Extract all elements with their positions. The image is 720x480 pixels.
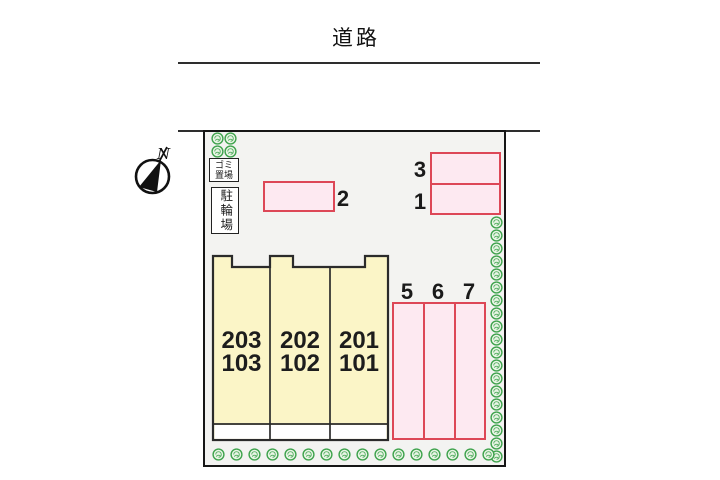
parking-space-2 [263, 181, 335, 212]
bush-group-top-left [211, 132, 237, 158]
garbage-area-label: ゴミ 置場 [214, 159, 233, 181]
bush-icon [211, 132, 224, 145]
bush-icon [482, 448, 495, 461]
parking-space-2-label: 2 [336, 186, 350, 211]
bush-icon [490, 411, 503, 424]
bush-icon [248, 448, 261, 461]
unit-label-202-102: 202 102 [279, 327, 321, 377]
bicycle-parking-label: 駐輪場 [218, 188, 233, 233]
bush-icon [338, 448, 351, 461]
unit-label-201-101: 201 101 [338, 327, 380, 377]
bush-column-right [490, 216, 503, 463]
bush-icon [302, 448, 315, 461]
bush-icon [266, 448, 279, 461]
bush-icon [374, 448, 387, 461]
parking-stall-divider [423, 304, 425, 438]
bush-icon [490, 229, 503, 242]
building-veranda-strip [214, 425, 387, 439]
bush-icon [224, 145, 237, 158]
bush-icon [392, 448, 405, 461]
north-label: N [156, 145, 171, 163]
bush-icon [464, 448, 477, 461]
unit-label-203-103: 203 103 [221, 327, 262, 377]
bush-icon [212, 448, 225, 461]
parking-stall-divider [454, 304, 456, 438]
parking-spaces-3-1 [430, 152, 501, 215]
bush-icon [428, 448, 441, 461]
bush-icon [490, 294, 503, 307]
bush-icon [284, 448, 297, 461]
bush-icon [490, 372, 503, 385]
building-outline [211, 254, 390, 442]
parking-space-1-label: 1 [413, 189, 427, 214]
bush-icon [490, 359, 503, 372]
bush-row-bottom [212, 448, 495, 461]
parking-space-6-label: 6 [431, 279, 445, 304]
bush-icon [490, 255, 503, 268]
bush-icon [356, 448, 369, 461]
bush-icon [490, 320, 503, 333]
bush-icon [230, 448, 243, 461]
parking-space-5-label: 5 [400, 279, 414, 304]
bush-icon [446, 448, 459, 461]
bush-icon [490, 268, 503, 281]
road-edge-line-top [178, 62, 540, 64]
bush-icon [490, 307, 503, 320]
bicycle-parking-box: 駐輪場 [211, 187, 239, 234]
bush-icon [490, 346, 503, 359]
bush-icon [211, 145, 224, 158]
parking-stall-divider [432, 183, 499, 185]
bush-icon [490, 281, 503, 294]
parking-spaces-5-6-7 [392, 302, 486, 440]
north-arrow-compass: N [134, 145, 171, 195]
bush-icon [320, 448, 333, 461]
bush-icon [490, 333, 503, 346]
parking-space-7-label: 7 [462, 279, 476, 304]
bush-icon [224, 132, 237, 145]
bush-icon [410, 448, 423, 461]
road-label: 道路 [332, 27, 380, 50]
bush-icon [490, 398, 503, 411]
bush-icon [490, 385, 503, 398]
parking-space-3-label: 3 [413, 157, 427, 182]
bush-icon [490, 424, 503, 437]
bush-icon [490, 242, 503, 255]
bush-icon [490, 216, 503, 229]
garbage-area-box: ゴミ 置場 [209, 158, 239, 182]
